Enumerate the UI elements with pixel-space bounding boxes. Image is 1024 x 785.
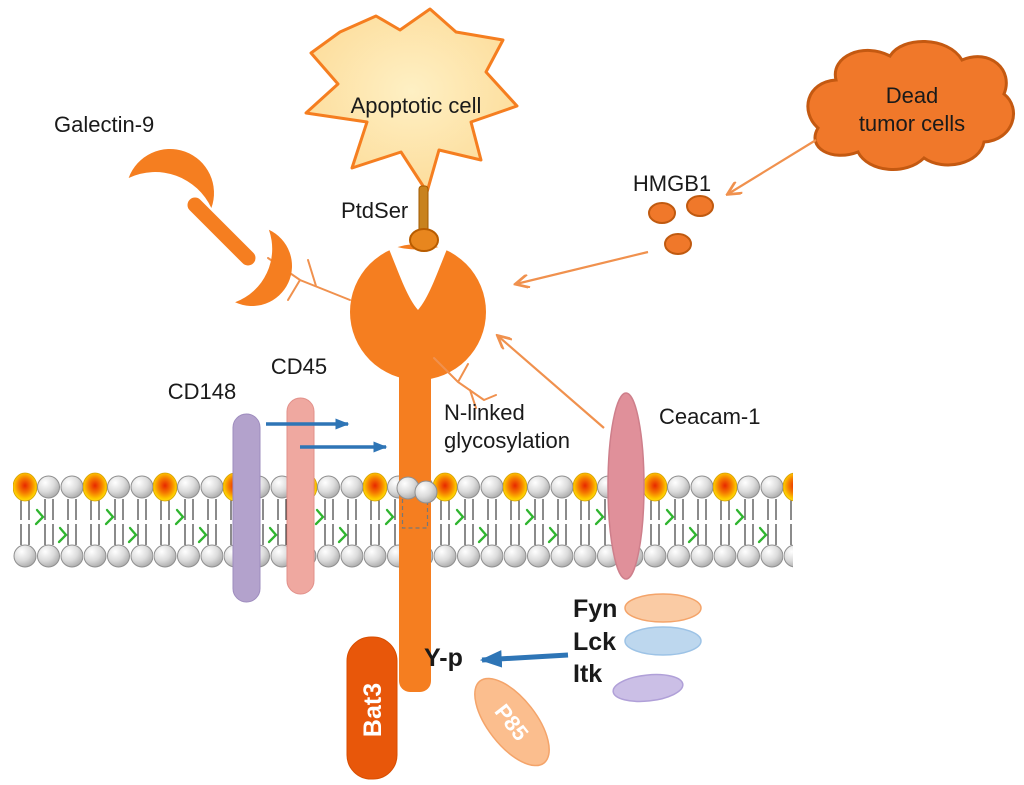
fyn-oval: [624, 593, 702, 623]
arrow-kinases-to-phospho: [479, 650, 569, 668]
p85-shape: [474, 677, 550, 767]
hmgb1-particle: [686, 195, 714, 217]
p85-group: P85: [474, 677, 550, 767]
ceacam1-label: Ceacam-1: [659, 404, 760, 429]
nlinked-label-line2: glycosylation: [444, 428, 570, 453]
ceacam1-shape: [607, 392, 645, 580]
cd45-label: CD45: [271, 354, 327, 379]
dead-tumor-label-line2: tumor cells: [859, 111, 965, 136]
bat3-label: Bat3: [359, 683, 387, 737]
receptor-head: [350, 244, 486, 380]
dead-tumor-cells-shape: [806, 40, 1015, 171]
galectin9-label: Galectin-9: [54, 112, 154, 137]
galectin9-crd-top: [128, 149, 214, 209]
galectin9-shape: [128, 149, 292, 306]
hmgb1-particles: [648, 195, 714, 255]
fyn-label: Fyn: [573, 595, 617, 623]
itk-oval: [612, 673, 684, 703]
receptor-stalk: [399, 320, 431, 692]
nlinked-label-line1: N-linked: [444, 400, 525, 425]
lck-label: Lck: [573, 628, 616, 656]
arrow-ceacam1-to-receptor: [498, 336, 605, 429]
bat3-shape: [346, 636, 398, 780]
cd45-rod: [286, 397, 315, 595]
receptor-binding-notch: [386, 242, 450, 310]
apoptotic-cell-shape: [304, 7, 519, 194]
hmgb1-particle: [664, 233, 692, 255]
ptdser-label: PtdSer: [341, 198, 408, 223]
transmembrane-dashed-box: [401, 483, 429, 529]
galectin9-crd-bottom: [235, 229, 292, 306]
hmgb1-particle: [648, 202, 676, 224]
cd148-label: CD148: [168, 379, 236, 404]
apoptotic-cell-label: Apoptotic cell: [351, 93, 482, 118]
dead-tumor-label-line1: Dead: [886, 83, 939, 108]
ptdser-stalk: [418, 185, 429, 235]
itk-label: Itk: [573, 660, 602, 688]
ptdser-head: [409, 228, 439, 252]
lck-oval: [624, 626, 702, 656]
glycan-branch-right: [433, 357, 497, 409]
galectin9-linker: [187, 197, 256, 266]
lipid-heads-over-stalk: [396, 476, 438, 504]
arrow-hmgb1-to-receptor: [516, 250, 649, 284]
phospho-site-label: Y-p: [424, 644, 463, 672]
arrow-tumor-to-hmgb1: [728, 139, 817, 194]
hmgb1-label: HMGB1: [633, 171, 711, 196]
cd148-rod: [232, 413, 261, 603]
